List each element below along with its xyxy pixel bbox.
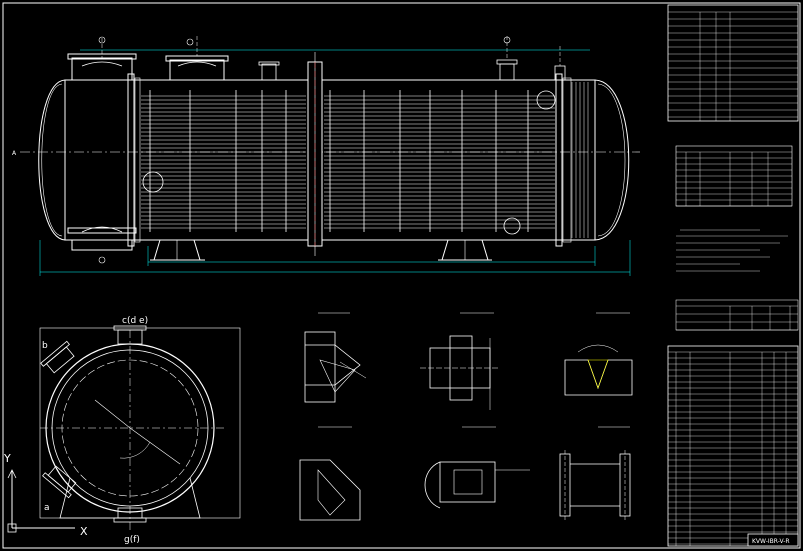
detail-view-3 <box>564 312 633 396</box>
tube-bundle <box>141 95 555 229</box>
drawing-number-box <box>747 533 799 547</box>
angle-arc <box>119 441 151 459</box>
label-g-f: g(f) <box>124 535 140 545</box>
axis-label-x: X <box>80 525 88 538</box>
radius-line-1 <box>129 427 181 465</box>
radius-line-2 <box>94 399 131 429</box>
detail-view-1 <box>304 312 367 403</box>
drawing-number: KVW-IBR-V-R <box>752 538 790 545</box>
right-head <box>594 79 630 241</box>
saddle-support-left <box>150 239 205 261</box>
bottom-opening-right <box>503 217 521 235</box>
section-mark-a: A <box>12 150 17 157</box>
left-tube-sheet <box>127 73 135 247</box>
top-nozzle-small-1 <box>258 61 280 81</box>
end-nozzle-b <box>40 340 75 374</box>
detail-view-5 <box>424 426 530 509</box>
right-channel-lines <box>571 82 589 238</box>
end-nozzle-a <box>42 465 77 499</box>
axis-label-y: Y <box>3 452 11 465</box>
top-nozzle-c <box>165 36 229 81</box>
top-nozzle-small-3 <box>554 46 566 81</box>
vessel-shell <box>64 79 596 241</box>
right-tube-sheet <box>555 73 563 247</box>
label-a: a <box>44 503 50 513</box>
detail-view-6 <box>559 426 631 520</box>
ucs-axes-icon <box>7 469 75 533</box>
left-tube-sheet-flange <box>134 77 141 243</box>
end-view-saddle <box>59 477 201 519</box>
technical-notes <box>676 229 788 272</box>
saddle-support-right <box>438 239 492 261</box>
detail-view-4 <box>299 426 361 521</box>
elevation-view: A <box>12 36 640 276</box>
right-head-inner <box>597 83 626 237</box>
nozzle-table <box>675 145 793 207</box>
label-c-de: c(d e) <box>122 316 148 326</box>
left-head <box>38 79 66 241</box>
end-nozzle-top <box>113 325 147 345</box>
label-b: b <box>42 341 48 351</box>
parts-reference-table <box>675 299 799 331</box>
right-tube-sheet-flange <box>562 77 572 243</box>
top-nozzle-a <box>67 36 137 81</box>
top-nozzle-small-2 <box>496 36 518 81</box>
design-data-table <box>667 4 799 122</box>
baffle-plates <box>149 90 529 232</box>
shell-opening-left <box>142 171 164 193</box>
dimension-lines <box>39 49 631 276</box>
left-head-inner <box>41 83 63 237</box>
bill-of-materials-table <box>667 345 799 547</box>
bottom-nozzle <box>67 226 137 264</box>
shell-opening-right <box>536 90 556 110</box>
detail-view-2 <box>420 312 500 410</box>
end-view-section: c(d e) b a g(f) <box>3 316 241 545</box>
